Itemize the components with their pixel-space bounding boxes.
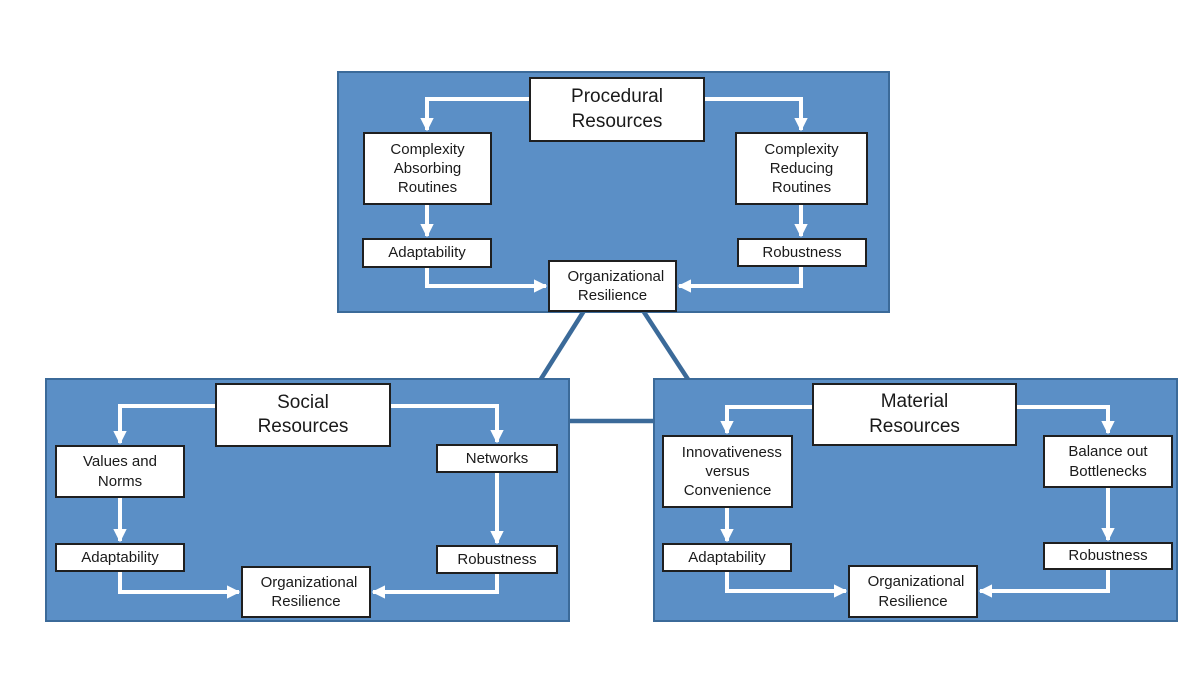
node-procedural-right-top: Complexity Reducing Routines bbox=[735, 132, 868, 205]
node-procedural-title: Procedural Resources bbox=[529, 77, 705, 142]
node-label: Innovativeness versus Convenience bbox=[681, 443, 782, 500]
node-label: Robustness bbox=[457, 550, 537, 568]
node-label: Robustness bbox=[762, 243, 842, 261]
node-material-title: Material Resources bbox=[812, 383, 1017, 446]
node-label: Organizational Resilience bbox=[867, 573, 965, 610]
node-label: Complexity Absorbing Routines bbox=[390, 140, 465, 197]
node-label: Networks bbox=[465, 449, 529, 467]
node-label: Complexity Reducing Routines bbox=[764, 140, 839, 197]
node-social-right-top: Networks bbox=[436, 444, 558, 473]
node-procedural-left-bottom: Adaptability bbox=[362, 238, 492, 268]
node-label: Organizational Resilience bbox=[567, 267, 665, 304]
node-label: Robustness bbox=[1068, 547, 1148, 565]
node-procedural-outcome: Organizational Resilience bbox=[548, 260, 677, 312]
node-social-right-bottom: Robustness bbox=[436, 545, 558, 574]
node-label: Adaptability bbox=[388, 244, 466, 262]
node-material-left-bottom: Adaptability bbox=[662, 543, 792, 572]
node-material-left-top: Innovativeness versus Convenience bbox=[662, 435, 793, 508]
node-label: Organizational Resilience bbox=[260, 573, 358, 610]
node-label: Values and Norms bbox=[83, 453, 157, 490]
node-social-outcome: Organizational Resilience bbox=[241, 566, 371, 618]
node-label: Adaptability bbox=[688, 548, 766, 566]
node-social-title: Social Resources bbox=[215, 383, 391, 447]
node-material-right-bottom: Robustness bbox=[1043, 542, 1173, 570]
node-label: Material Resources bbox=[869, 391, 960, 437]
node-material-outcome: Organizational Resilience bbox=[848, 565, 978, 618]
node-label: Procedural Resources bbox=[571, 86, 663, 132]
node-label: Balance out Bottlenecks bbox=[1068, 443, 1148, 480]
node-procedural-left-top: Complexity Absorbing Routines bbox=[363, 132, 492, 205]
node-material-right-top: Balance out Bottlenecks bbox=[1043, 435, 1173, 488]
node-label: Adaptability bbox=[81, 548, 159, 566]
node-social-left-top: Values and Norms bbox=[55, 445, 185, 498]
node-procedural-right-bottom: Robustness bbox=[737, 238, 867, 267]
node-label: Social Resources bbox=[257, 391, 349, 437]
node-social-left-bottom: Adaptability bbox=[55, 543, 185, 572]
